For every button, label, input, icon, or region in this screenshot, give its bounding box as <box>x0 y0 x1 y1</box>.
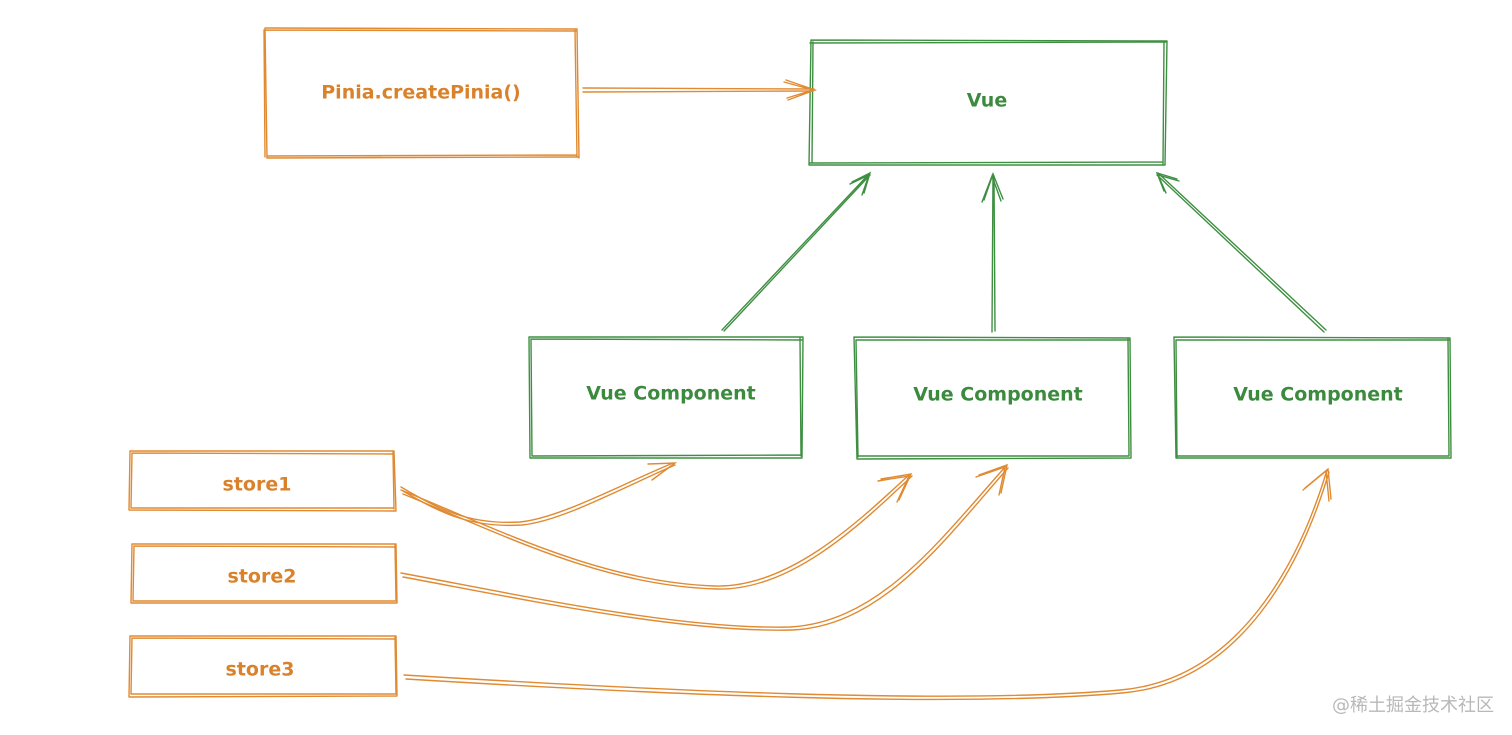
store3-label: store3 <box>226 659 295 681</box>
pinia-label: Pinia.createPinia() <box>321 82 521 104</box>
arrow-store1-to-component1 <box>400 462 678 527</box>
store2-node: store2 <box>130 543 398 604</box>
store1-node: store1 <box>128 450 397 512</box>
vue-component-node-3: Vue Component <box>1173 336 1452 459</box>
vue-component-label-3: Vue Component <box>1233 384 1403 406</box>
vue-node: Vue <box>808 39 1168 166</box>
pinia-node: Pinia.createPinia() <box>263 27 580 159</box>
arrow-pinia-to-vue <box>582 79 818 101</box>
arrow-component3-to-vue <box>1155 171 1327 333</box>
vue-label: Vue <box>967 90 1007 112</box>
store2-label: store2 <box>228 566 297 588</box>
arrow-store2-to-component2 <box>400 463 1009 631</box>
vue-component-label-1: Vue Component <box>586 383 756 405</box>
store3-node: store3 <box>128 635 398 698</box>
vue-component-label-2: Vue Component <box>913 384 1083 406</box>
arrow-component2-to-vue <box>981 171 1004 333</box>
store1-label: store1 <box>223 474 292 496</box>
arrow-store3-to-component3 <box>403 467 1332 701</box>
arrow-store1-to-component2 <box>400 473 913 590</box>
arrow-component1-to-vue <box>721 171 872 332</box>
vue-component-node-1: Vue Component <box>528 336 804 459</box>
watermark: @稀土掘金技术社区 <box>1332 695 1494 716</box>
vue-component-node-2: Vue Component <box>853 336 1132 460</box>
